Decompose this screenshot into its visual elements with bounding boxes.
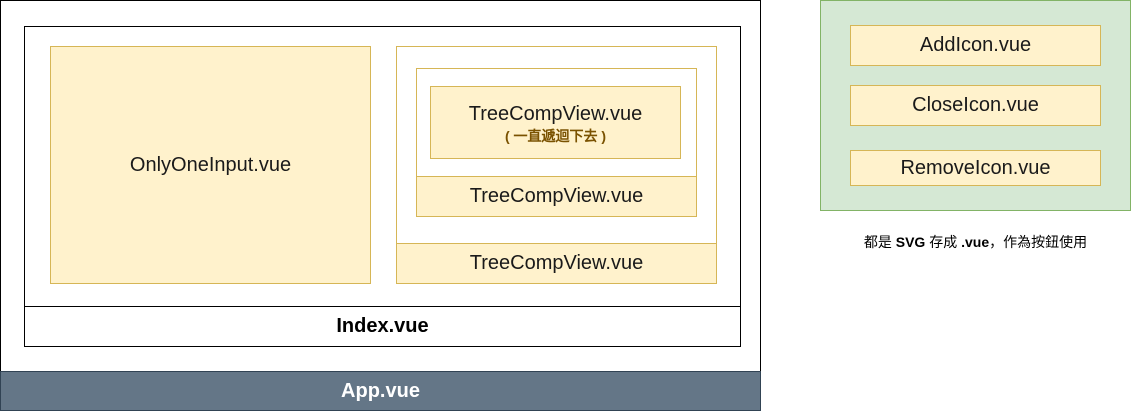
only-one-input-label: OnlyOneInput.vue: [129, 153, 292, 176]
svg-note-middle: 存成: [925, 234, 962, 250]
add-icon-component: AddIcon.vue: [850, 25, 1101, 66]
close-icon-component: CloseIcon.vue: [850, 85, 1101, 126]
tree-comp-view-middle-label: TreeCompView.vue: [469, 185, 644, 207]
close-icon-label: CloseIcon.vue: [912, 94, 1039, 116]
add-icon-label: AddIcon.vue: [919, 34, 1032, 56]
svg-note-ext: .vue: [961, 234, 990, 250]
tree-comp-view-inner: TreeCompView.vue ( 一直遞迴下去 ): [430, 86, 681, 159]
only-one-input-box: OnlyOneInput.vue: [50, 46, 371, 284]
index-label-box: Index.vue: [24, 306, 741, 347]
tree-comp-view-inner-label: TreeCompView.vue: [468, 102, 643, 125]
remove-icon-component: RemoveIcon.vue: [850, 150, 1101, 186]
svg-note-suffix: ，作為按鈕使用: [989, 234, 1088, 250]
app-label-bar: App.vue: [0, 371, 761, 411]
index-label: Index.vue: [336, 315, 429, 337]
svg-note-prefix: 都是: [863, 234, 896, 250]
tree-comp-view-middle-label-box: TreeCompView.vue: [416, 176, 697, 217]
app-label: App.vue: [341, 379, 420, 402]
tree-comp-view-outer-label-box: TreeCompView.vue: [396, 243, 717, 284]
svg-note-svg: SVG: [895, 234, 926, 250]
svg-note: 都是 SVG 存成 .vue，作為按鈕使用: [820, 228, 1131, 256]
tree-comp-view-outer-label: TreeCompView.vue: [469, 252, 644, 274]
remove-icon-label: RemoveIcon.vue: [900, 156, 1051, 179]
recursion-note: ( 一直遞迴下去 ): [504, 127, 607, 144]
